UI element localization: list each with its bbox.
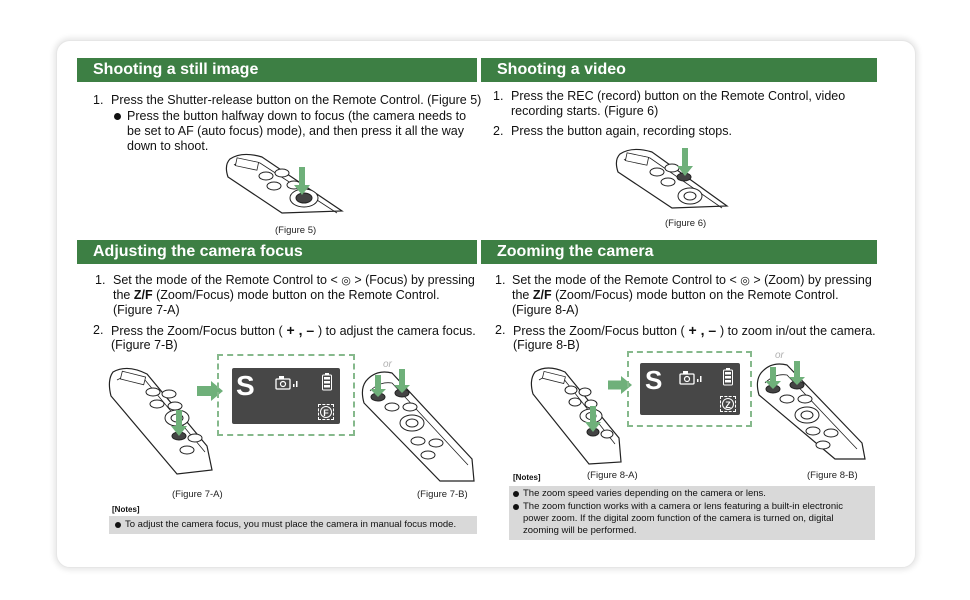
lcd-preview-frame: [627, 351, 752, 427]
note-text: The zoom function works with a camera or…: [523, 501, 843, 512]
note-text: The zoom speed varies depending on the c…: [523, 488, 766, 499]
step-text-line: Press the Zoom/Focus button ( + , – ) to…: [111, 323, 476, 339]
shooting-mode-label: S: [236, 370, 255, 401]
step-text-part: > (Zoom) by pressing: [749, 273, 872, 287]
zoom-mode-icon: Z: [720, 396, 736, 412]
note-text: power zoom. If the digital zoom function…: [523, 513, 834, 524]
zoom-focus-symbols: + , –: [282, 322, 319, 338]
step-text-line: (Figure 7-A): [113, 303, 180, 317]
notes-box: The zoom speed varies depending on the c…: [509, 486, 875, 540]
battery-icon: [322, 373, 332, 391]
step-text-part: Set the mode of the Remote Control to <: [113, 273, 342, 287]
lcd-screen: S Z: [640, 363, 740, 415]
remote-control-illustration: [108, 367, 213, 475]
step-text-line: (Figure 8-B): [513, 338, 580, 352]
focus-mode-icon: ◎: [341, 275, 351, 287]
step-text-part: (Zoom/Focus) mode button on the Remote C…: [152, 288, 440, 302]
or-label: or: [383, 359, 392, 370]
step-text: Press the button again, recording stops.: [511, 124, 732, 138]
figure-caption: (Figure 7-B): [417, 489, 468, 500]
green-arrow-icon: [197, 381, 223, 401]
step-text-line: recording starts. (Figure 6): [511, 104, 659, 118]
notes-label: [Notes]: [513, 473, 541, 482]
step-text-line: (Figure 8-A): [512, 303, 579, 317]
step-text: Press the Shutter-release button on the …: [111, 93, 482, 107]
step-text-part: Set the mode of the Remote Control to <: [512, 273, 741, 287]
camera-icon: [679, 371, 702, 385]
instruction-card: Shooting a still image 1. Press the Shut…: [56, 40, 916, 568]
bullet-icon: [114, 113, 121, 120]
step-text-line: Press the REC (record) button on the Rem…: [511, 89, 846, 103]
step-text-part: (Zoom/Focus) mode button on the Remote C…: [551, 288, 839, 302]
step-text-line: Press the Zoom/Focus button ( + , – ) to…: [513, 323, 876, 339]
camera-icon: [275, 376, 298, 390]
note-text: To adjust the camera focus, you must pla…: [125, 519, 457, 530]
bullet-text-line: down to shoot.: [127, 139, 209, 153]
step-text-part: > (Focus) by pressing: [350, 273, 475, 287]
step-number: 1.: [493, 89, 504, 103]
section-header-still: Shooting a still image: [77, 58, 477, 82]
notes-box: To adjust the camera focus, you must pla…: [109, 516, 477, 534]
bullet-text-line: Press the button halfway down to focus (…: [127, 109, 467, 123]
step-text-line: the Z/F (Zoom/Focus) mode button on the …: [512, 288, 839, 303]
bullet-icon: [513, 504, 519, 510]
figure-caption: (Figure 7-A): [172, 489, 223, 500]
section-header-focus: Adjusting the camera focus: [77, 240, 477, 264]
step-number: 2.: [493, 124, 504, 138]
step-number: 1.: [95, 273, 106, 287]
step-text-part: Press the Zoom/Focus button (: [513, 324, 685, 338]
bullet-text-line: be set to AF (auto focus) mode), and the…: [127, 124, 464, 138]
zoom-focus-symbols: + , –: [684, 322, 721, 338]
remote-control-illustration: [756, 361, 866, 460]
figure-caption: (Figure 5): [275, 225, 317, 236]
zoom-mode-icon: ◎: [740, 275, 750, 287]
lcd-screen: S F: [232, 368, 340, 424]
step-text-part: ) to zoom in/out the camera.: [720, 324, 876, 338]
focus-mode-icon: F: [318, 404, 334, 420]
note-text: zooming will be performed.: [523, 525, 637, 536]
step-text-line: Set the mode of the Remote Control to < …: [113, 273, 475, 289]
step-number: 1.: [93, 93, 104, 107]
step-number: 2.: [495, 323, 506, 337]
remote-control-illustration: [615, 148, 729, 209]
figure-caption: (Figure 6): [665, 218, 707, 229]
step-text-line: the Z/F (Zoom/Focus) mode button on the …: [113, 288, 440, 303]
green-arrow-icon: [608, 376, 632, 394]
step-text-line: (Figure 7-B): [111, 338, 178, 352]
step-number: 1.: [495, 273, 506, 287]
step-text-line: Set the mode of the Remote Control to < …: [512, 273, 872, 289]
or-label: or: [775, 350, 784, 361]
bullet-icon: [513, 491, 519, 497]
step-text-part: the: [113, 288, 134, 302]
step-text-part: Press the Zoom/Focus button (: [111, 324, 283, 338]
step-number: 2.: [93, 323, 104, 337]
notes-label: [Notes]: [112, 505, 140, 514]
figure-caption: (Figure 8-B): [807, 470, 858, 481]
zoom-mode-letter: Z: [722, 398, 734, 410]
zf-button-label: Z/F: [532, 288, 552, 302]
step-text-part: ) to adjust the camera focus.: [318, 324, 476, 338]
step-text-part: the: [512, 288, 533, 302]
remote-control-illustration: [530, 367, 622, 465]
shooting-mode-label: S: [645, 365, 663, 395]
zf-button-label: Z/F: [133, 288, 153, 302]
section-header-zoom: Zooming the camera: [481, 240, 877, 264]
bullet-icon: [115, 522, 121, 528]
focus-mode-letter: F: [320, 406, 332, 418]
lcd-preview-frame: [217, 354, 355, 436]
remote-control-illustration: [361, 369, 475, 482]
remote-control-illustration: [225, 153, 344, 214]
section-header-video: Shooting a video: [481, 58, 877, 82]
battery-icon: [723, 368, 733, 386]
figure-caption: (Figure 8-A): [587, 470, 638, 481]
